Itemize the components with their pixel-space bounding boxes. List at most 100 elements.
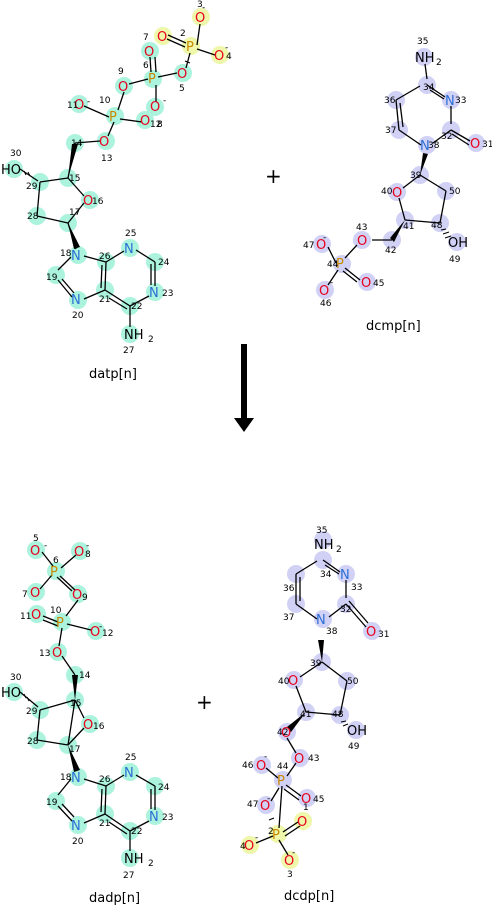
- svg-text:8: 8: [157, 120, 163, 130]
- svg-text:50: 50: [347, 677, 359, 687]
- svg-text:8: 8: [85, 550, 91, 560]
- svg-text:N: N: [124, 242, 134, 257]
- svg-text:-: -: [330, 278, 333, 288]
- svg-text:47: 47: [247, 800, 258, 810]
- svg-text:7: 7: [143, 33, 149, 43]
- datp-o16: O: [83, 194, 93, 209]
- svg-text:O: O: [366, 625, 376, 640]
- reaction-arrow: [234, 344, 254, 432]
- svg-text:39: 39: [410, 171, 422, 181]
- svg-text:-: -: [292, 848, 295, 858]
- svg-text:O: O: [294, 752, 304, 767]
- svg-text:43: 43: [308, 754, 319, 764]
- svg-text:9: 9: [82, 593, 88, 603]
- svg-text:19: 19: [46, 798, 58, 808]
- svg-text:P: P: [56, 616, 64, 631]
- svg-text:30: 30: [10, 673, 22, 683]
- svg-text:N: N: [71, 249, 81, 264]
- svg-text:O: O: [361, 276, 371, 291]
- svg-text:22: 22: [131, 302, 142, 312]
- dadp-molecule: O P O O O P O O O HO O N N N N NH 2 - - …: [1, 534, 173, 906]
- svg-text:O: O: [195, 11, 205, 26]
- svg-text:38: 38: [326, 627, 338, 637]
- svg-text:17: 17: [69, 208, 80, 218]
- dcdp-molecule: NH N N O O OH O O P O O O P O O O 2 - - …: [240, 526, 389, 904]
- svg-text:37: 37: [283, 613, 294, 623]
- svg-text:O: O: [30, 586, 40, 601]
- svg-text:N: N: [420, 139, 430, 154]
- svg-text:15: 15: [69, 174, 80, 184]
- svg-text:O: O: [260, 799, 270, 814]
- svg-text:41: 41: [403, 222, 414, 232]
- svg-text:27: 27: [123, 871, 134, 881]
- svg-text:3: 3: [197, 0, 203, 10]
- svg-text:-: -: [225, 43, 228, 53]
- svg-text:36: 36: [283, 584, 295, 594]
- svg-text:-: -: [267, 794, 270, 804]
- svg-text:12: 12: [150, 120, 161, 130]
- svg-text:2: 2: [148, 859, 154, 869]
- svg-text:13: 13: [39, 649, 50, 659]
- datp-molecule: HO O O P O O O P O O O O P O O N N N N N…: [1, 0, 232, 382]
- svg-text:45: 45: [313, 795, 324, 805]
- svg-text:15: 15: [70, 699, 81, 709]
- plus-bottom: +: [196, 690, 213, 714]
- svg-text:-: -: [86, 541, 89, 551]
- svg-text:1: 1: [303, 803, 309, 813]
- svg-text:N: N: [71, 771, 81, 786]
- svg-text:N: N: [316, 613, 326, 628]
- svg-text:31: 31: [378, 630, 389, 640]
- svg-text:O: O: [288, 674, 298, 689]
- svg-text:29: 29: [26, 182, 38, 192]
- svg-text:6: 6: [53, 556, 59, 566]
- svg-text:O: O: [301, 792, 311, 807]
- datp-p10: P: [109, 110, 117, 125]
- svg-text:46: 46: [320, 299, 332, 309]
- svg-text:N: N: [71, 293, 81, 308]
- plus-top: +: [265, 164, 282, 188]
- svg-text:28: 28: [27, 212, 39, 222]
- svg-text:N: N: [149, 286, 159, 301]
- svg-text:O: O: [470, 137, 480, 152]
- svg-text:-: -: [323, 233, 326, 243]
- svg-text:21: 21: [99, 295, 110, 305]
- svg-text:O: O: [316, 238, 326, 253]
- svg-text:18: 18: [60, 249, 72, 259]
- svg-text:O: O: [74, 545, 84, 560]
- svg-text:40: 40: [278, 677, 290, 687]
- svg-text:44: 44: [277, 762, 289, 772]
- svg-text:45: 45: [373, 279, 384, 289]
- svg-text:25: 25: [125, 753, 136, 763]
- svg-text:39: 39: [310, 659, 322, 669]
- svg-text:O: O: [83, 718, 93, 733]
- svg-text:2: 2: [436, 58, 442, 68]
- svg-text:2: 2: [336, 545, 342, 555]
- svg-text:34: 34: [320, 570, 332, 580]
- svg-text:9: 9: [118, 67, 124, 77]
- svg-text:HO: HO: [1, 686, 21, 701]
- svg-text:O: O: [297, 815, 307, 830]
- svg-text:35: 35: [417, 37, 428, 47]
- svg-text:O: O: [150, 100, 160, 115]
- svg-text:-: -: [163, 96, 166, 106]
- svg-text:O: O: [319, 284, 329, 299]
- svg-text:26: 26: [99, 775, 111, 785]
- svg-text:O: O: [140, 114, 150, 129]
- svg-text:28: 28: [27, 737, 39, 747]
- svg-text:O: O: [284, 854, 294, 869]
- svg-text:43: 43: [356, 223, 367, 233]
- svg-text:35: 35: [316, 526, 327, 536]
- svg-text:36: 36: [384, 96, 396, 106]
- datp-o14: O: [99, 135, 109, 150]
- datp-name: datp[n]: [89, 367, 137, 382]
- svg-text:5: 5: [33, 534, 39, 544]
- svg-text:-: -: [44, 541, 47, 551]
- svg-text:P: P: [277, 774, 285, 789]
- svg-text:44: 44: [327, 260, 339, 270]
- svg-text:NH: NH: [124, 328, 144, 343]
- svg-text:42: 42: [277, 728, 288, 738]
- datp-ho-label: HO: [1, 163, 21, 178]
- svg-text:O: O: [357, 234, 367, 249]
- svg-text:N: N: [149, 810, 159, 825]
